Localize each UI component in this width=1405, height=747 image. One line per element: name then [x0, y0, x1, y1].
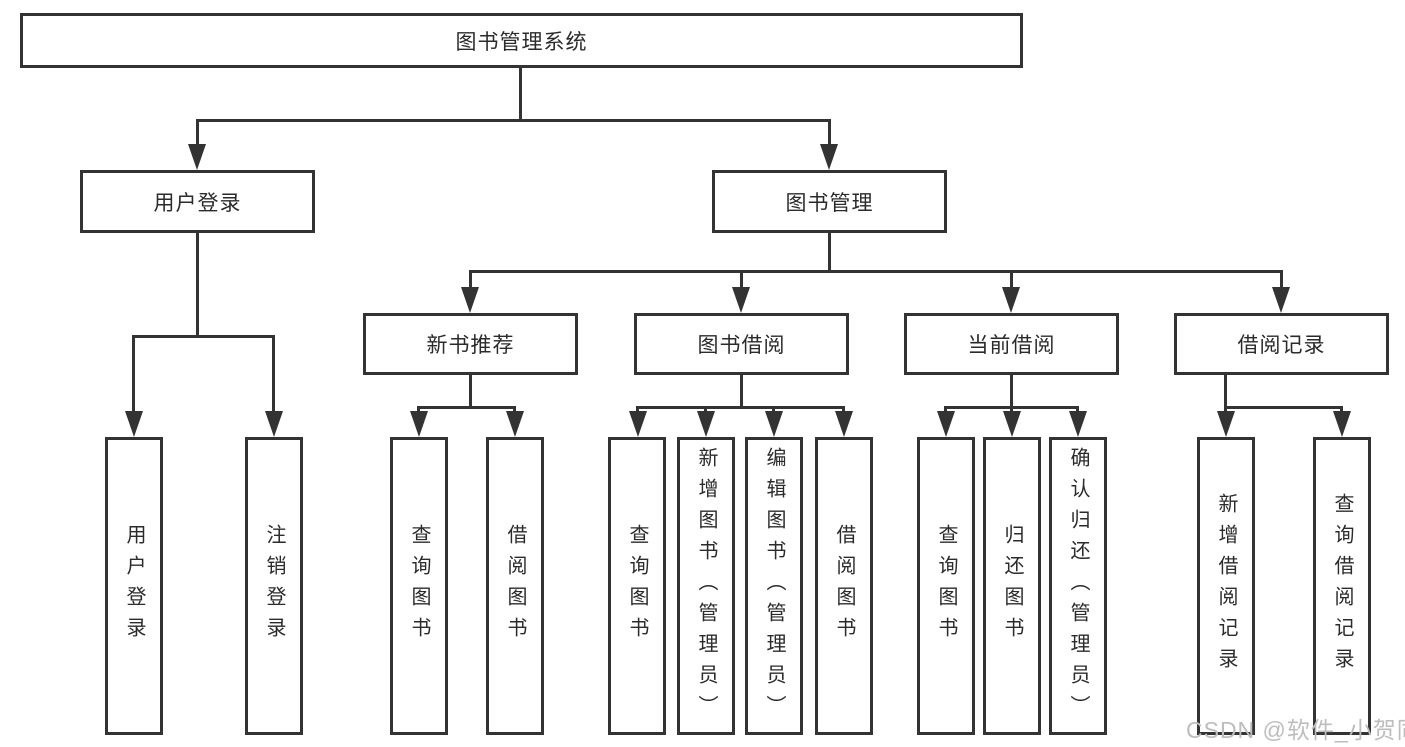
node-label: 新书推荐 [426, 334, 515, 357]
arrowhead-icon [1333, 411, 1351, 437]
leaf-confirm-return-admin: 确认归还（管理员） [1049, 437, 1107, 735]
connector-level3-branch [469, 270, 1282, 273]
arrowhead-icon [1069, 411, 1087, 437]
node-borrowing-records: 借阅记录 [1174, 313, 1389, 375]
leaf-label: 查询图书 [935, 524, 957, 648]
arrowhead-icon [1217, 411, 1235, 437]
leaf-return-books: 归还图书 [983, 437, 1041, 735]
leaf-query-books: 查询图书 [390, 437, 448, 735]
node-current-borrowing: 当前借阅 [904, 313, 1119, 375]
leaf-label: 借阅图书 [833, 524, 855, 648]
leaf-borrow-books: 借阅图书 [486, 437, 544, 735]
arrowhead-icon [765, 411, 783, 437]
leaf-query-books: 查询图书 [608, 437, 666, 735]
connector-root-stem [519, 68, 522, 121]
arrowhead-icon [732, 287, 750, 313]
leaf-logout: 注销登录 [245, 437, 303, 735]
connector-book-borrow-branch [636, 406, 845, 409]
leaf-add-book-admin: 新增图书（管理员） [677, 437, 735, 735]
arrowhead-icon [410, 411, 428, 437]
connector-shaft [469, 270, 472, 292]
node-library-system: 图书管理系统 [20, 13, 1023, 68]
connector-user-login-stem [196, 233, 199, 335]
leaf-label: 查询图书 [626, 524, 648, 648]
connector-shaft [272, 335, 275, 415]
node-book-management: 图书管理 [712, 170, 947, 233]
leaf-label: 借阅图书 [504, 524, 526, 648]
arrowhead-icon [506, 411, 524, 437]
arrowhead-icon [835, 411, 853, 437]
leaf-query-borrow-record: 查询借阅记录 [1313, 437, 1371, 735]
arrowhead-icon [820, 144, 838, 170]
connector-user-login-branch [132, 335, 275, 338]
arrowhead-icon [188, 144, 206, 170]
arrowhead-icon [1003, 411, 1021, 437]
leaf-label: 查询借阅记录 [1331, 493, 1353, 679]
arrowhead-icon [629, 411, 647, 437]
connector-level2-branch [196, 119, 831, 122]
leaf-label: 编辑图书（管理员） [763, 446, 785, 726]
node-label: 图书借阅 [697, 334, 786, 357]
connector-shaft [1280, 270, 1283, 292]
leaf-user-login: 用户登录 [105, 437, 163, 735]
leaf-query-books: 查询图书 [917, 437, 975, 735]
connector-borrow-record-stem [1224, 375, 1227, 408]
arrowhead-icon [1002, 287, 1020, 313]
connector-current-borrow-stem [1010, 375, 1013, 408]
connector-borrow-record-branch [1224, 406, 1343, 409]
arrowhead-icon [461, 287, 479, 313]
csdn-watermark: CSDN @软件_小贺同学 [1186, 717, 1405, 743]
node-new-book-recommend: 新书推荐 [363, 313, 578, 375]
leaf-label: 归还图书 [1001, 524, 1023, 648]
node-label: 用户登录 [153, 191, 242, 215]
leaf-label: 查询图书 [408, 524, 430, 648]
connector-shaft [1010, 270, 1013, 292]
connector-book-borrow-stem [740, 375, 743, 408]
connector-shaft [740, 270, 743, 292]
connector-new-book-branch [417, 406, 516, 409]
arrowhead-icon [265, 411, 283, 437]
leaf-label: 用户登录 [123, 524, 145, 648]
connector-new-book-stem [469, 375, 472, 408]
connector-book-mgmt-stem [828, 233, 831, 270]
arrowhead-icon [937, 411, 955, 437]
leaf-label: 注销登录 [263, 524, 285, 648]
node-user-login: 用户登录 [80, 170, 315, 233]
leaf-label: 新增图书（管理员） [695, 446, 717, 726]
connector-shaft [828, 119, 831, 149]
node-label: 借阅记录 [1237, 334, 1326, 357]
node-label: 图书管理系统 [455, 30, 588, 54]
leaf-add-borrow-record: 新增借阅记录 [1197, 437, 1255, 735]
connector-shaft [132, 335, 135, 415]
node-book-borrowing: 图书借阅 [634, 313, 849, 375]
node-label: 当前借阅 [967, 334, 1056, 357]
arrowhead-icon [1272, 287, 1290, 313]
connector-shaft [196, 119, 199, 149]
leaf-label: 确认归还（管理员） [1067, 446, 1089, 726]
node-label: 图书管理 [785, 191, 874, 215]
leaf-label: 新增借阅记录 [1215, 493, 1237, 679]
arrowhead-icon [697, 411, 715, 437]
leaf-borrow-books: 借阅图书 [815, 437, 873, 735]
leaf-edit-book-admin: 编辑图书（管理员） [745, 437, 803, 735]
arrowhead-icon [125, 411, 143, 437]
